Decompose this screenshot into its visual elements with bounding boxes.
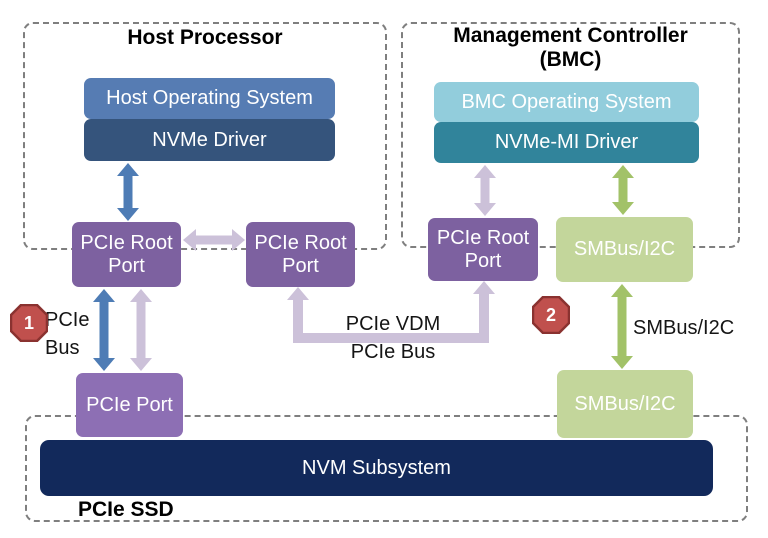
arrow-smbus-smbus	[611, 284, 633, 369]
label-pcie-vdm-line1: PCIe VDM	[345, 313, 441, 335]
host-processor-box	[23, 22, 387, 250]
nvm-subsystem-node: NVM Subsystem	[40, 440, 713, 496]
bmc-title: Management Controller (BMC)	[401, 24, 740, 72]
host-os-node: Host Operating System	[84, 78, 335, 119]
pcie-port-node: PCIe Port	[76, 373, 183, 437]
bmc-title-line2: (BMC)	[539, 48, 602, 71]
arrow-nvmemi-rootport	[474, 165, 496, 216]
pcie-ssd-box	[25, 415, 748, 522]
label-pcie-bus-line2: Bus	[45, 337, 80, 359]
nvme-driver-node: NVMe Driver	[84, 119, 335, 161]
octagon-icon	[532, 296, 570, 334]
arrow-pcie-vdm-connector	[287, 281, 495, 343]
bmc-smbus-node: SMBus/I2C	[556, 217, 693, 282]
arrow-rootport-pcieport-lavender	[130, 289, 152, 371]
label-pcie-vdm-line2: PCIe Bus	[350, 341, 436, 363]
arrow-rootport-rootport	[183, 229, 245, 251]
nvme-mi-driver-node: NVMe-MI Driver	[434, 122, 699, 163]
bmc-pcie-root-port-node: PCIe Root Port	[428, 218, 538, 281]
pcie-root-port-right-node: PCIe Root Port	[246, 222, 355, 287]
badge-2: 2	[532, 296, 570, 334]
badge-2-number: 2	[545, 304, 556, 325]
badge-1-number: 1	[23, 312, 34, 333]
badge-1: 1	[10, 304, 48, 342]
label-pcie-vdm: PCIe VDM PCIe Bus	[308, 310, 478, 366]
pcie-ssd-label: PCIe SSD	[78, 498, 174, 521]
arrow-nvmemi-smbus	[612, 165, 634, 215]
pcie-root-port-left-node: PCIe Root Port	[72, 222, 181, 287]
label-pcie-bus: PCIe Bus	[45, 306, 105, 362]
ssd-smbus-node: SMBus/I2C	[557, 370, 693, 438]
bmc-os-node: BMC Operating System	[434, 82, 699, 122]
arrow-rootport-pcieport-blue	[93, 289, 115, 371]
arrow-nvme-driver-rootport	[117, 163, 139, 221]
host-processor-title: Host Processor	[127, 26, 283, 49]
label-smbus-link: SMBus/I2C	[633, 317, 735, 339]
label-pcie-bus-line1: PCIe	[45, 309, 90, 331]
bmc-title-line1: Management Controller	[453, 24, 688, 47]
octagon-icon	[10, 304, 48, 342]
